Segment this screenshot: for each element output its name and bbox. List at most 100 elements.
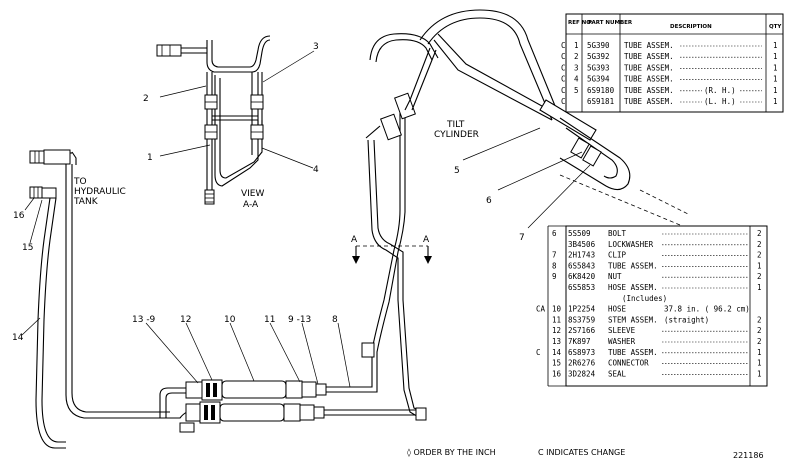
row-change-flag: C [561, 52, 566, 61]
row-ref-number: 13 [552, 337, 561, 346]
row-quantity: 1 [773, 52, 778, 61]
callout-9-13: 9 -13 [288, 315, 311, 325]
callout-8: 8 [332, 315, 338, 325]
table-header-description: DESCRIPTION [670, 24, 712, 30]
hose-upper [221, 380, 287, 399]
row-description: TUBE ASSEM. [624, 97, 674, 106]
row-description: STEM ASSEM. [608, 315, 658, 324]
table-header-qty: QTY [769, 24, 782, 30]
row-note: (R. H.) [704, 86, 736, 95]
section-marker-left: A [351, 235, 358, 245]
row-change-flag: C [561, 75, 566, 84]
table-header-ref: REF NO. [568, 20, 593, 26]
row-part-number: 3B4506 [568, 240, 596, 249]
callout-7: 7 [519, 233, 525, 243]
row-quantity: 1 [757, 283, 762, 292]
view-label: VIEW [241, 189, 264, 199]
row-part-number: 6S5843 [568, 261, 595, 270]
callout-12: 12 [180, 315, 191, 325]
row-ref-number: 6 [552, 229, 557, 238]
row-description: TUBE ASSEM. [624, 41, 674, 50]
row-note: 37.8 in. ( 96.2 cm) [664, 305, 750, 314]
row-change-flag: C [561, 41, 566, 50]
callout-11: 11 [264, 315, 275, 325]
row-quantity: 2 [757, 229, 762, 238]
row-description: NUT [608, 272, 622, 281]
row-description: TUBE ASSEM. [608, 348, 658, 357]
row-ref-number: 2 [574, 52, 579, 61]
row-description: (Includes) [622, 294, 667, 303]
row-ref-number: 15 [552, 359, 561, 368]
row-description: CONNECTOR [608, 359, 649, 368]
riser-tubes [352, 92, 432, 421]
callout-4: 4 [313, 165, 319, 175]
row-ref-number: 11 [552, 315, 561, 324]
row-part-number: 2H1743 [568, 251, 595, 260]
row-note: (straight) [664, 315, 709, 324]
row-ref-number: 9 [552, 272, 557, 281]
callout-6: 6 [486, 196, 492, 206]
hydraulic-tank-label-1: TO [73, 177, 87, 187]
hydraulic-tank-label-2: HYDRAULIC [74, 187, 126, 197]
row-quantity: 1 [757, 359, 762, 368]
row-part-number: 2R6276 [568, 359, 596, 368]
parts-table-top: REF NO. PART NUMBER DESCRIPTION QTY [565, 13, 784, 113]
row-ref-number: 5 [574, 86, 579, 95]
callout-3: 3 [313, 42, 319, 52]
callout-16: 16 [13, 211, 25, 221]
row-change-flag: C [561, 97, 566, 106]
hose-assembly [145, 322, 420, 433]
row-quantity: 1 [757, 369, 762, 378]
row-description: BOLT [608, 229, 627, 238]
row-ref-number: 4 [574, 75, 579, 84]
row-part-number: 5G390 [587, 41, 610, 50]
row-part-number: 5G393 [587, 63, 610, 72]
row-quantity: 1 [757, 348, 762, 357]
row-description: TUBE ASSEM. [608, 261, 658, 270]
row-part-number: 6S9180 [587, 86, 615, 95]
row-description: SEAL [608, 369, 627, 378]
row-ref-number: 16 [552, 369, 562, 378]
row-quantity: 1 [773, 97, 778, 106]
callout-10: 10 [224, 315, 236, 325]
row-change-flag: C [561, 86, 566, 95]
row-part-number: 6S5853 [568, 283, 595, 292]
row-ref-number: 1 [574, 41, 579, 50]
row-description: TUBE ASSEM. [624, 75, 674, 84]
order-by-inch-note: ◊ ORDER BY THE INCH [407, 448, 496, 457]
row-quantity: 2 [757, 337, 762, 346]
row-description: HOSE [608, 305, 627, 314]
row-part-number: 7K897 [568, 337, 591, 346]
callout-13-9: 13 -9 [132, 315, 156, 325]
row-part-number: 6S9181 [587, 97, 614, 106]
row-quantity: 2 [757, 315, 762, 324]
row-description: TUBE ASSEM. [624, 52, 674, 61]
view-section-label: A-A [243, 200, 259, 210]
row-quantity: 2 [757, 326, 762, 335]
callout-5: 5 [454, 166, 460, 176]
row-part-number: 5G394 [587, 75, 610, 84]
row-part-number: 2S7166 [568, 326, 596, 335]
row-change-flag: CA [536, 305, 546, 314]
drawing-number: 221186 [733, 451, 764, 460]
row-change-flag: C [536, 348, 541, 357]
row-quantity: 2 [757, 272, 762, 281]
leader-4 [261, 147, 314, 169]
tilt-cylinder-label-1: TILT [446, 120, 465, 130]
row-part-number: 8S3759 [568, 315, 595, 324]
row-description: SLEEVE [608, 326, 636, 335]
row-quantity: 1 [773, 63, 778, 72]
hydraulic-tank-label-3: TANK [73, 197, 99, 207]
row-quantity: 2 [757, 251, 762, 260]
change-indicator-note: C INDICATES CHANGE [538, 448, 625, 457]
row-ref-number: 8 [552, 261, 557, 270]
callout-15: 15 [22, 243, 33, 253]
row-change-flag: C [561, 63, 566, 72]
tank-return-pipes [21, 149, 170, 449]
row-quantity: 1 [773, 41, 778, 50]
row-part-number: 6S8973 [568, 348, 595, 357]
row-quantity: 1 [773, 75, 778, 84]
